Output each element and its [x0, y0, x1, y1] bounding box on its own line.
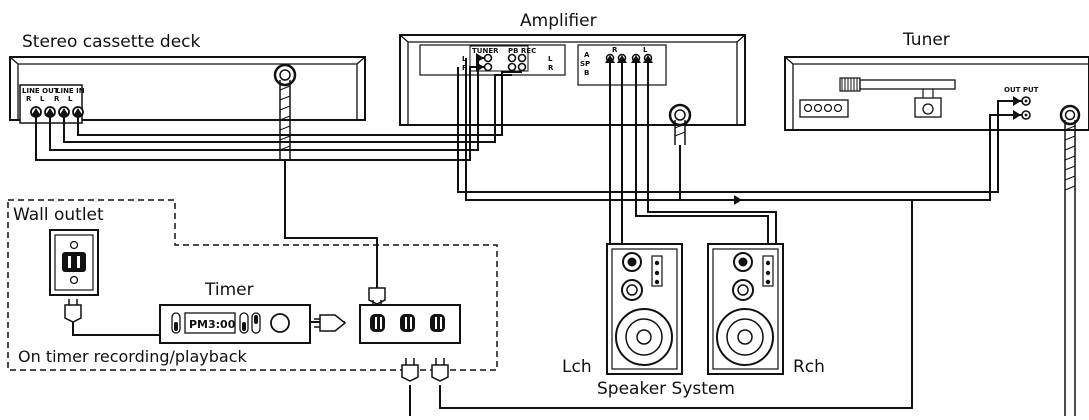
amp-speaker-a-label: A	[584, 51, 590, 59]
right-channel-label: Rch	[793, 357, 825, 377]
speaker-right	[707, 243, 784, 375]
amp-speaker-left-label: L	[643, 46, 648, 54]
left-channel-label: Lch	[562, 357, 592, 377]
cassette-deck: Stereo cassette deck LINE OUT LINE IN R …	[9, 32, 366, 124]
deck-line-in-label: LINE IN	[56, 87, 85, 95]
timer-knob	[270, 313, 290, 333]
deck-jack-letter: L	[68, 95, 73, 103]
amp-left-channel-label: L	[462, 55, 467, 63]
timer-setup-boundary	[7, 199, 498, 371]
amp-speaker-label: SP	[580, 60, 590, 68]
timer-display-time: PM3:00	[189, 318, 236, 331]
timer-display	[184, 312, 236, 334]
amplifier: Amplifier TUNER PB REC L R L R A SP B R …	[399, 11, 746, 127]
timer: PM3:00	[159, 304, 311, 344]
amp-speaker-b-label: B	[584, 69, 589, 77]
cable-arrowheads	[31, 53, 1021, 205]
amplifier-label: Amplifier	[520, 11, 597, 31]
amp-speaker-right-label: R	[612, 46, 618, 54]
amp-pb-rec-jack-label: PB REC	[508, 47, 536, 55]
on-timer-label: On timer recording/playback	[18, 347, 248, 366]
wall-outlet-label: Wall outlet	[13, 205, 104, 225]
wall-outlet	[49, 229, 99, 296]
tuner-output-jacks	[1021, 96, 1031, 120]
deck-line-out-label: LINE OUT	[22, 87, 59, 95]
timer-label: Timer	[204, 280, 254, 300]
amp-left-channel-label: L	[548, 55, 553, 63]
cassette-deck-label: Stereo cassette deck	[22, 32, 201, 52]
power-cords	[279, 80, 1076, 416]
tuner-bar-antenna	[859, 79, 956, 90]
amp-tuner-jack-label: TUNER	[472, 47, 499, 55]
power-strip	[359, 304, 461, 344]
tuner: Tuner OUT PUT	[784, 30, 1089, 131]
deck-jack-letter: R	[54, 95, 60, 103]
deck-jack-letter: L	[40, 95, 45, 103]
amp-rca-jacks	[483, 53, 527, 72]
speaker-system-label: Speaker System	[597, 379, 735, 399]
speaker-left	[606, 243, 683, 375]
tuner-output-label: OUT PUT	[1004, 86, 1039, 94]
amp-right-channel-label: R	[548, 64, 554, 72]
amp-input-panel	[419, 44, 566, 76]
tuner-label: Tuner	[902, 30, 950, 50]
deck-jack-letter: R	[26, 95, 32, 103]
